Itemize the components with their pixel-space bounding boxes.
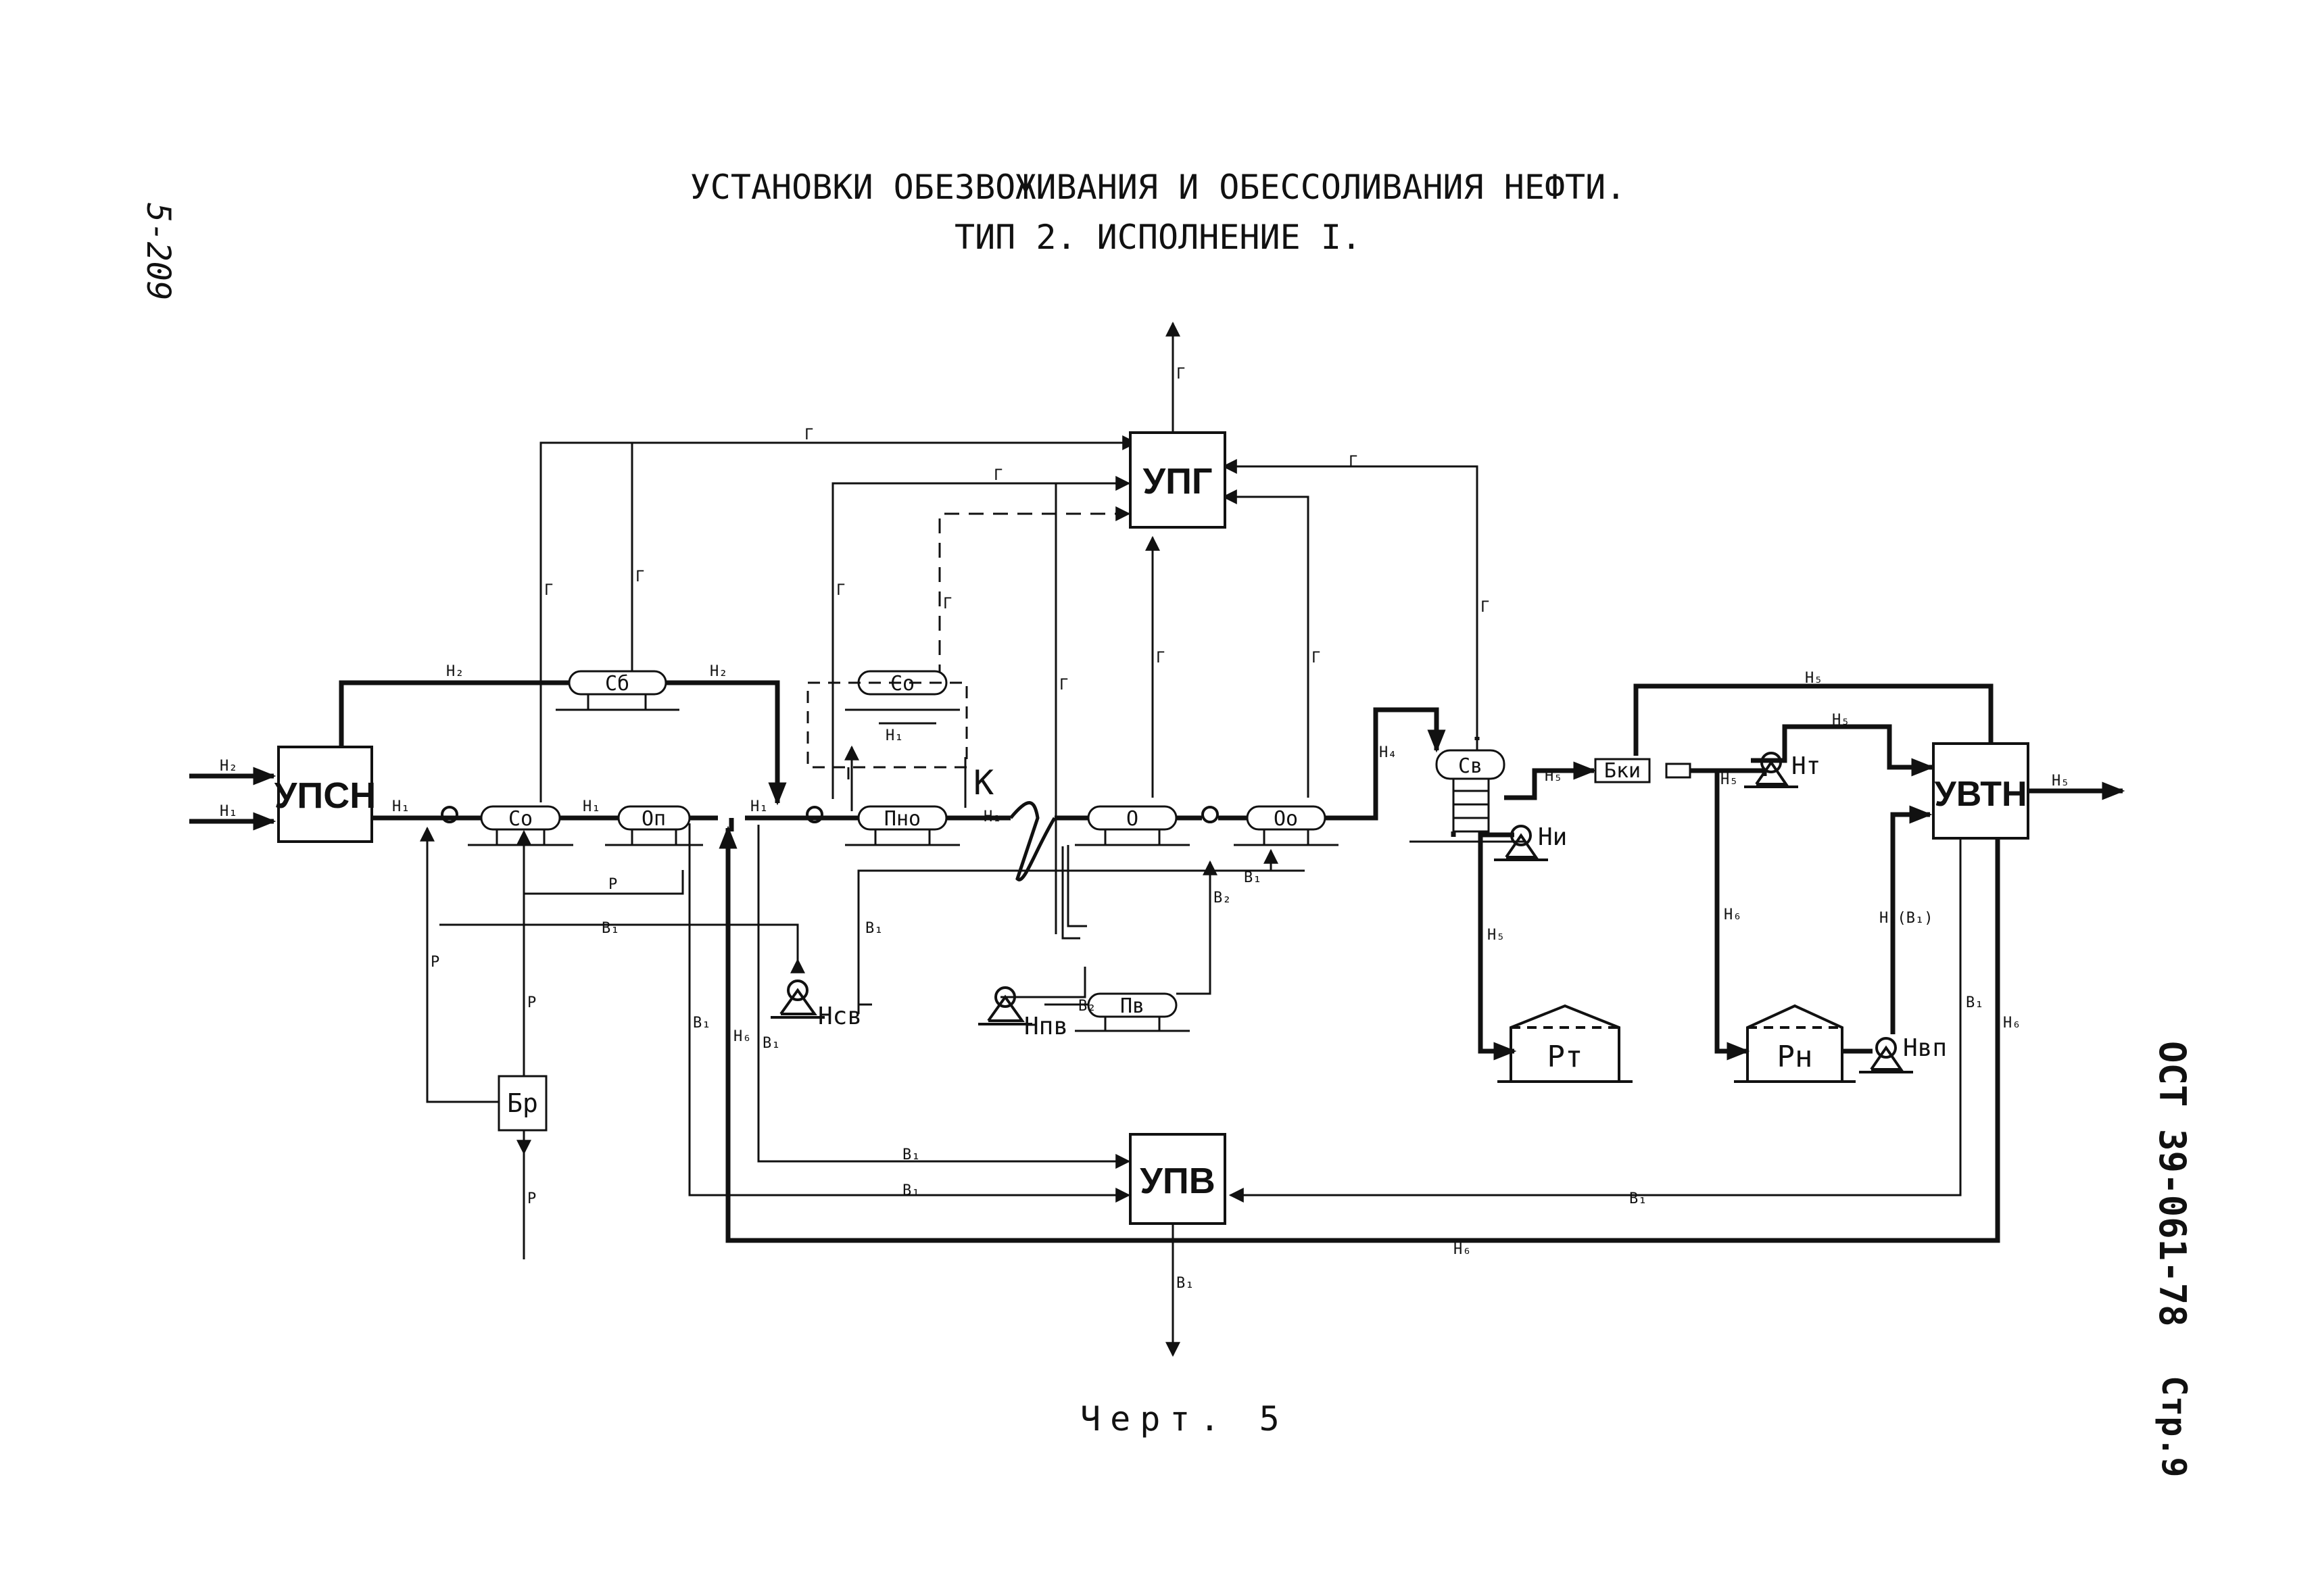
document-title-line1: УСТАНОВКИ ОБЕЗВОЖИВАНИЯ И ОБЕССОЛИВАНИЯ …	[690, 168, 1626, 207]
stream-v1-i: В₁	[763, 1035, 781, 1052]
stream-r-b: Р	[527, 994, 536, 1011]
stream-v1-out: В₁	[1176, 1275, 1195, 1292]
stream-g-k: Г	[1480, 599, 1489, 616]
pump-labels: Нсв Нпв Ни Нт Нвп	[818, 752, 1947, 1062]
upv-label: УПВ	[1140, 1161, 1215, 1201]
stream-g-j: Г	[1349, 454, 1357, 470]
stream-v1-g: В₁	[1966, 994, 1984, 1011]
stream-r-c: Р	[527, 1190, 536, 1207]
label-co2: Со	[890, 672, 915, 696]
stream-v1-e: В₁	[902, 1182, 921, 1199]
stream-n5-b: Н₅	[1720, 771, 1739, 788]
stream-g-h: Г	[1156, 650, 1165, 667]
label-pv: Пв	[1120, 994, 1144, 1018]
stream-n2-right: Н₂	[710, 663, 728, 680]
label-bki: Бки	[1604, 759, 1641, 783]
reagent-lines	[420, 826, 684, 1259]
tank-rt	[1497, 1004, 1633, 1083]
label-nvp: Нвп	[1903, 1034, 1947, 1062]
label-o: О	[1126, 807, 1138, 831]
stream-v1-f: В₁	[1629, 1190, 1647, 1207]
stream-n1-a: Н₁	[392, 798, 410, 815]
label-rn: Рн	[1777, 1040, 1813, 1074]
stream-n5-out: Н₅	[2052, 773, 2070, 790]
water-lines	[439, 823, 1962, 1357]
stream-n1-inlet: Н₁	[220, 803, 238, 820]
co-frame-arrows	[844, 722, 967, 811]
heater-k	[1009, 801, 1057, 881]
pv-drain-lines	[1000, 945, 1211, 998]
gas-lines	[539, 321, 1478, 934]
stream-n4: Н₄	[1379, 744, 1397, 761]
label-cb: Сб	[605, 672, 629, 696]
label-nt: Нт	[1791, 752, 1820, 780]
stream-g-c: Г	[804, 427, 813, 443]
drawing-caption: Черт. 5	[1080, 1399, 1289, 1438]
stream-g-b: Г	[635, 569, 644, 585]
dashed-co-frame	[806, 681, 968, 788]
stream-g-f: Г	[943, 596, 952, 612]
vessels	[480, 670, 1691, 1018]
stream-n2-inlet: Н₂	[220, 758, 238, 775]
stream-n6-bottom: Н₆	[1453, 1241, 1472, 1258]
stream-n1-d: Н₁	[886, 727, 904, 744]
stream-g-out: Г	[1176, 366, 1185, 383]
tank-rn	[1734, 1004, 1856, 1083]
label-cv: Св	[1458, 754, 1482, 778]
stream-g-g: Г	[1059, 677, 1068, 694]
stream-n2-top: Н₂	[446, 663, 464, 680]
label-nsv: Нсв	[818, 1002, 862, 1030]
label-oo: Оо	[1274, 807, 1298, 831]
document-title-line2: ТИП 2. ИСПОЛНЕНИЕ I.	[954, 218, 1362, 257]
flow-blocks	[277, 431, 2029, 1225]
stream-n1-b: Н₁	[583, 798, 601, 815]
vessel-supports	[468, 695, 1524, 1032]
stream-g-e: Г	[836, 582, 845, 599]
stream-v2-b: В₂	[1078, 998, 1096, 1015]
label-pno: Пно	[884, 807, 921, 831]
block-labels: УПСН УПГ УПВ УВТН Бр	[274, 461, 2027, 1201]
uvtn-label: УВТН	[1934, 775, 2027, 814]
label-ni: Ни	[1538, 823, 1567, 851]
label-k: К	[973, 763, 994, 802]
stream-n5-d: Н₅	[1832, 712, 1850, 729]
pump-symbols	[441, 752, 1913, 1073]
stream-n6v1: Н₆(В₁)	[1879, 910, 1933, 927]
br-label: Бр	[507, 1088, 538, 1118]
stream-n5-c: Н₅	[1805, 670, 1823, 687]
stream-v1-d: В₁	[902, 1146, 921, 1163]
label-rt: Рт	[1547, 1040, 1583, 1074]
stream-v1-c: В₁	[1244, 869, 1262, 886]
stream-n6-a: Н₆	[1724, 906, 1742, 923]
stream-r-d: Р	[608, 876, 617, 893]
stream-v1-b: В₁	[865, 920, 884, 937]
stream-r-a: Р	[431, 954, 439, 971]
stream-g-i: Г	[1311, 650, 1320, 667]
stream-v1-a: В₁	[602, 920, 620, 937]
stream-n5-a: Н₅	[1545, 768, 1563, 785]
stream-g-d: Г	[994, 467, 1003, 484]
stream-n6-b: Н₆	[2003, 1015, 2021, 1032]
label-npv: Нпв	[1024, 1013, 1068, 1040]
stream-n1-c: Н₁	[750, 798, 769, 815]
label-op: Оп	[642, 807, 666, 831]
stream-g-a: Г	[544, 582, 553, 599]
stream-n5-down: Н₅	[1487, 927, 1505, 944]
stream-v1-h: В₁	[693, 1015, 711, 1032]
stream-v2-a: В₂	[1213, 890, 1232, 906]
stream-n6-left: Н₆	[733, 1028, 752, 1045]
equipment-labels: Сб Со Оп Со Пно О Оо Пв Св Бки К Рт Рн	[508, 672, 1813, 1074]
stream-labels: Н₂ Н₁ Н₂ Н₂ Н₁ Н₁ Н₁ Н₁ Н₁ Н₄ Н₅ Н₅ Н₅ Н…	[220, 366, 2070, 1292]
upsn-label: УПСН	[274, 775, 376, 816]
label-co: Со	[508, 807, 533, 831]
stream-n1-e: Н₁	[984, 808, 1002, 825]
upg-label: УПГ	[1142, 461, 1212, 502]
